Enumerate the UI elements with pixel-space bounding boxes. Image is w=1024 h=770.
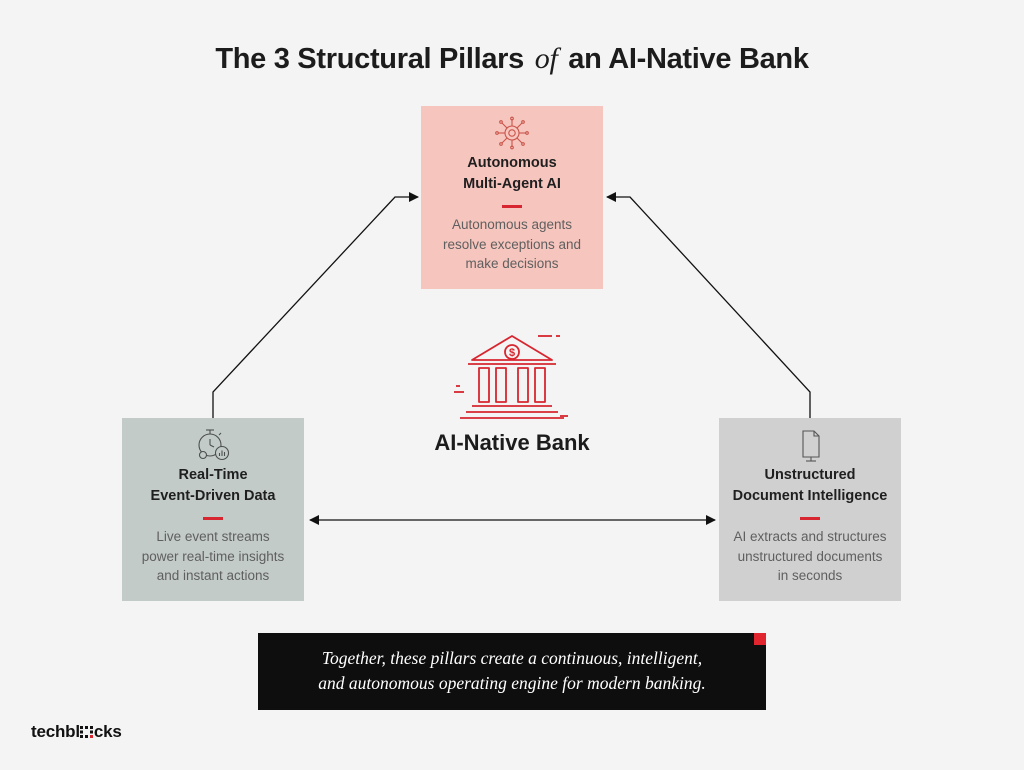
pillar-title-line: Autonomous [467, 155, 557, 171]
title-part-1: The 3 Structural Pillars [215, 43, 524, 75]
document-icon [802, 430, 820, 462]
pillar-title-line: Document Intelligence [732, 488, 888, 504]
logo-text-start: techbl [31, 722, 80, 741]
red-divider [800, 517, 820, 520]
logo-text-end: cks [93, 722, 122, 741]
pillar-title-line: Real-Time [178, 467, 248, 483]
pillar-title: Real-Time Event-Driven Data [122, 465, 304, 507]
red-corner-accent [754, 633, 766, 645]
pillar-title-line: Multi-Agent AI [463, 176, 561, 192]
pillar-description: Live event streams power real-time insig… [122, 527, 304, 586]
page-title: The 3 Structural Pillars of an AI-Native… [0, 42, 1024, 76]
bank-building-icon: $ [454, 335, 568, 419]
pillar-desc-line: power real-time insights [141, 548, 285, 564]
pillar-title-line: Unstructured [764, 467, 856, 483]
pillar-desc-line: Live event streams [156, 529, 270, 544]
pillar-multi-agent-ai: Autonomous Multi-Agent AI Autonomous age… [421, 106, 603, 289]
red-divider [502, 205, 522, 208]
banner-line: Together, these pillars create a continu… [321, 648, 703, 668]
pillar-desc-line: make decisions [465, 256, 559, 271]
pillar-event-driven-data: Real-Time Event-Driven Data Live event s… [122, 418, 304, 601]
pillar-desc-line: resolve exceptions and [442, 236, 582, 252]
pillar-desc-line: AI extracts and structures [733, 529, 887, 544]
pillar-desc-line: and instant actions [156, 568, 270, 583]
techblocks-logo: techbl cks [31, 722, 122, 742]
red-divider [203, 517, 223, 520]
arrow-right-to-top [606, 192, 811, 418]
svg-text:$: $ [509, 347, 515, 359]
pillar-desc-line: Autonomous agents [451, 217, 573, 232]
pillar-document-intelligence: Unstructured Document Intelligence AI ex… [719, 418, 901, 601]
pillar-desc-line: unstructured documents [737, 548, 883, 564]
pillar-title: Unstructured Document Intelligence [719, 465, 901, 507]
ai-agents-icon [495, 116, 529, 150]
arrow-left-to-top [212, 192, 419, 418]
banner-line: and autonomous operating engine for mode… [318, 673, 706, 693]
stopwatch-chart-icon [198, 429, 230, 461]
title-part-2: an AI-Native Bank [568, 43, 809, 75]
center-label: AI-Native Bank [434, 430, 590, 455]
summary-banner: Together, these pillars create a continu… [258, 633, 766, 710]
logo-grid-o-icon [79, 722, 94, 742]
pillar-desc-line: in seconds [777, 568, 843, 583]
pillar-title: Autonomous Multi-Agent AI [421, 153, 603, 195]
pillar-description: AI extracts and structures unstructured … [719, 527, 901, 586]
pillar-title-line: Event-Driven Data [150, 488, 276, 504]
title-connector: of [534, 42, 558, 75]
pillar-description: Autonomous agents resolve exceptions and… [421, 215, 603, 274]
